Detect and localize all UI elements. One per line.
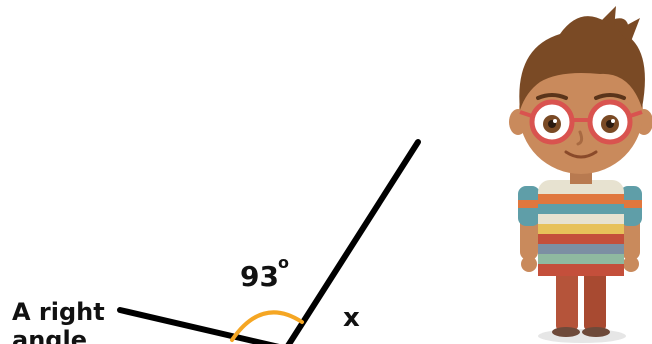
right-angle-label-line2: angle: [12, 326, 87, 344]
ray-upper: [285, 139, 421, 344]
degree-symbol: o: [278, 253, 289, 272]
angle-value-label: 93: [240, 260, 279, 293]
unknown-angle-label: x: [343, 303, 360, 333]
right-angle-label-line1: A right: [12, 298, 105, 326]
boy-with-glasses-icon: [509, 6, 652, 343]
angle-arc: [230, 310, 304, 342]
ray-left: [117, 307, 280, 344]
